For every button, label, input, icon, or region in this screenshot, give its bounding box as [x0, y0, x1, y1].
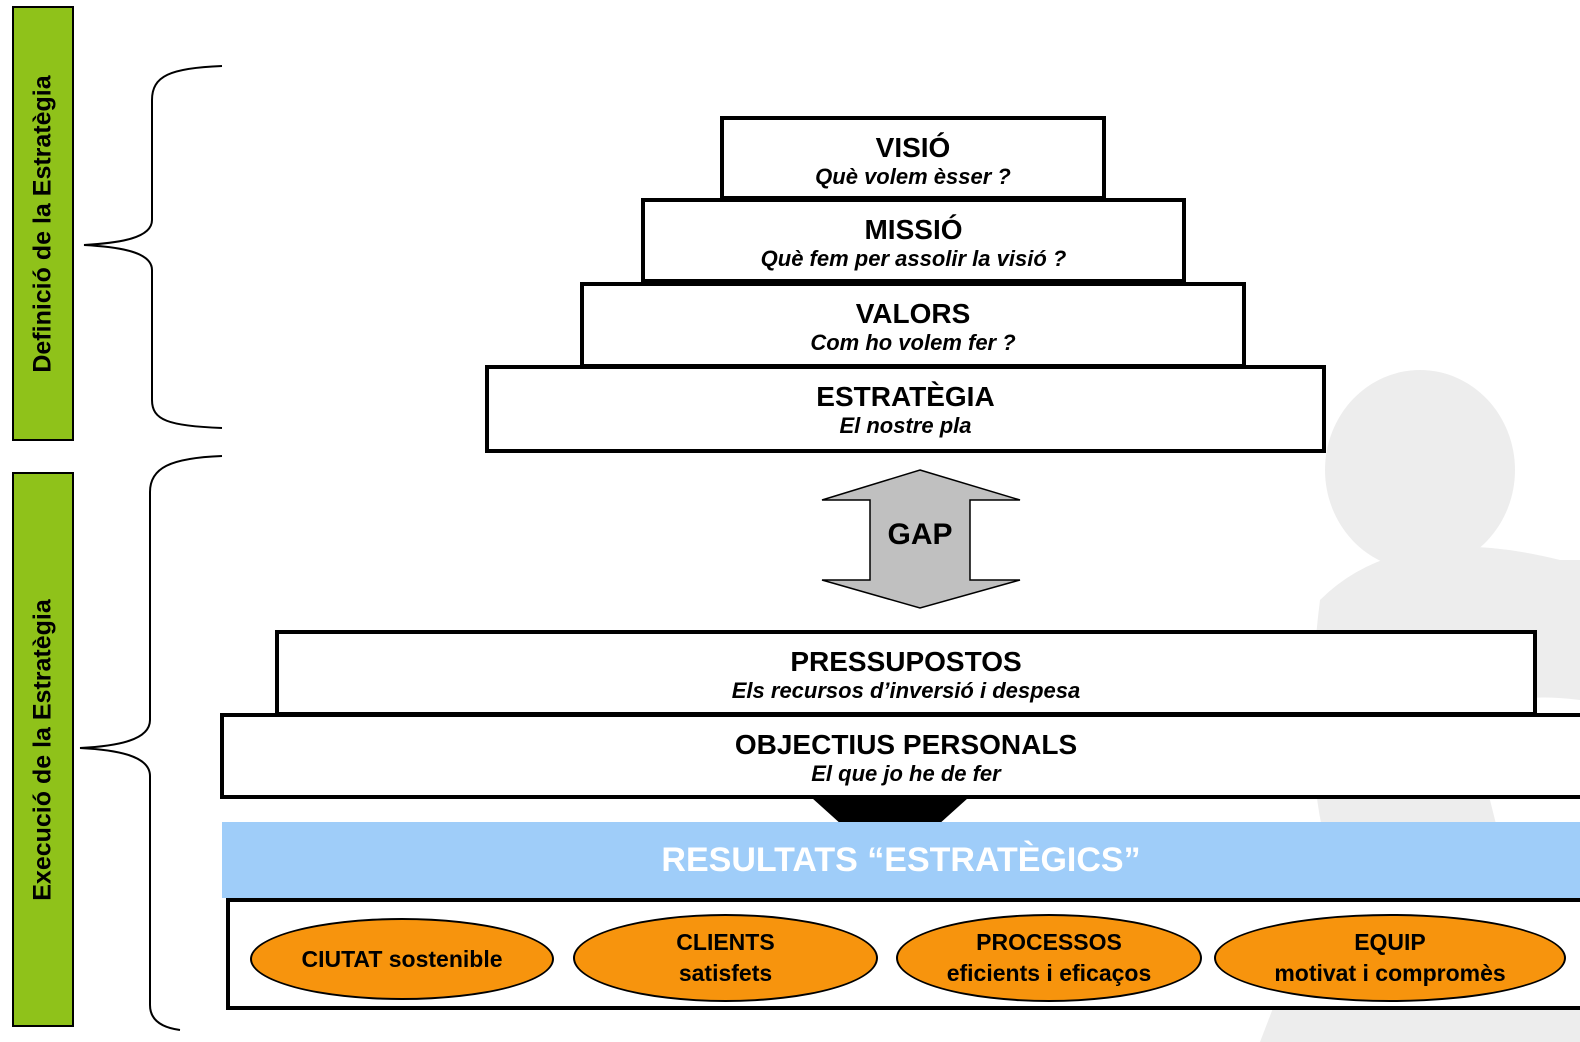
vision-subtitle: Què volem èsser ? [815, 164, 1011, 189]
result-clients-line2: satisfets [678, 960, 773, 986]
definition-label: Definició de la Estratègia [12, 6, 74, 441]
mission-title: MISSIÓ [864, 214, 963, 245]
values-title: VALORS [855, 298, 971, 329]
result-processes-line1: PROCESSOS [976, 929, 1122, 955]
braces [79, 65, 223, 1031]
personal-objectives-subtitle: El que jo he de fer [811, 761, 1001, 786]
result-team-line1: EQUIP [1354, 929, 1426, 955]
execution-brace [79, 455, 223, 1031]
strategy-title: ESTRATÈGIA [816, 381, 995, 412]
definition-brace [83, 65, 223, 429]
vision-title: VISIÓ [875, 132, 951, 163]
values-tier: VALORS Com ho volem fer ? [580, 282, 1246, 368]
result-city-line1: CIUTAT sostenible [301, 945, 503, 972]
result-processes-line2: eficients i eficaços [946, 960, 1152, 986]
result-oval-team: EQUIP motivat i compromès [1214, 914, 1566, 1002]
result-team-line2: motivat i compromès [1274, 960, 1506, 986]
vision-tier: VISIÓ Què volem èsser ? [720, 116, 1106, 200]
budgets-title: PRESSUPOSTOS [790, 646, 1022, 677]
execution-label: Execució de la Estratègia [12, 472, 74, 1027]
mission-subtitle: Què fem per assolir la visió ? [760, 246, 1067, 271]
mission-tier: MISSIÓ Què fem per assolir la visió ? [641, 198, 1186, 283]
gap-label: GAP [887, 518, 953, 551]
values-subtitle: Com ho volem fer ? [810, 330, 1016, 355]
result-clients-line1: CLIENTS [676, 929, 775, 955]
strategy-tier: ESTRATÈGIA El nostre pla [485, 365, 1326, 453]
results-title: RESULTATS “ESTRATÈGICS” [661, 841, 1141, 879]
personal-objectives-tier: OBJECTIUS PERSONALS El que jo he de fer [220, 713, 1580, 799]
result-oval-city: CIUTAT sostenible [250, 918, 554, 1000]
result-oval-processes: PROCESSOS eficients i eficaços [896, 914, 1202, 1002]
results-band: RESULTATS “ESTRATÈGICS” [222, 822, 1580, 898]
strategy-subtitle: El nostre pla [839, 413, 972, 438]
personal-objectives-title: OBJECTIUS PERSONALS [734, 729, 1078, 760]
budgets-subtitle: Els recursos d’inversió i despesa [731, 678, 1081, 703]
result-oval-clients: CLIENTS satisfets [573, 914, 878, 1002]
